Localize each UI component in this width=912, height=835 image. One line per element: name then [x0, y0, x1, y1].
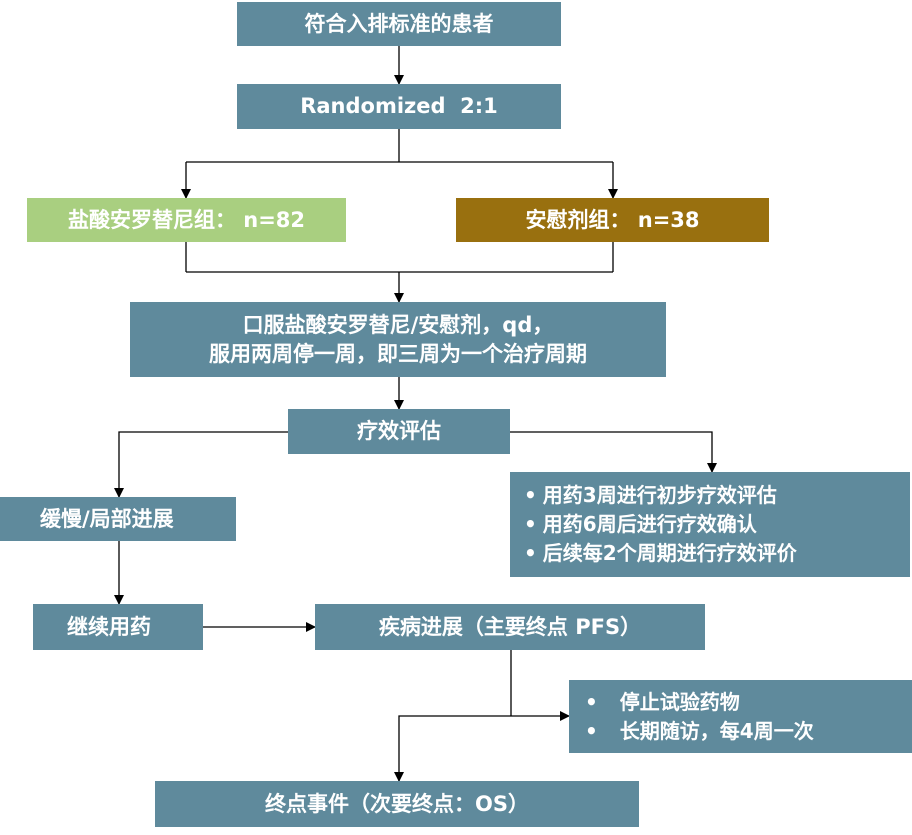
schedule-item: • 用药3周进行初步疗效评估 — [524, 481, 777, 510]
randomized-box: Randomized 2:1 — [237, 84, 561, 129]
continue-medication-box: 继续用药 — [33, 604, 203, 650]
endpoint-event-box: 终点事件（次要终点：OS） — [155, 781, 639, 827]
dosing-line-1: 口服盐酸安罗替尼/安慰剂，qd， — [242, 313, 554, 338]
bullet-mark: • — [585, 689, 598, 714]
dosing-line-2: 服用两周停一周，即三周为一个治疗周期 — [209, 341, 587, 366]
schedule-item-text: 用药6周后进行疗效确认 — [542, 512, 757, 536]
slow-progression-box: 缓慢/局部进展 — [0, 497, 236, 541]
action-item: • 停止试验药物 — [585, 688, 740, 717]
action-item-text: 长期随访，每4周一次 — [619, 718, 814, 743]
arrow-progression-to-endpoint — [394, 715, 511, 782]
bullet-mark: • — [524, 512, 537, 536]
bullet-mark: • — [524, 541, 537, 565]
dosing-regimen-box: 口服盐酸安罗替尼/安慰剂，qd， 服用两周停一周，即三周为一个治疗周期 — [130, 302, 666, 377]
schedule-item-text: 后续每2个周期进行疗效评价 — [542, 541, 797, 565]
schedule-item-text: 用药3周进行初步疗效评估 — [542, 483, 777, 507]
action-item-text: 停止试验药物 — [619, 689, 740, 714]
disease-progression-box: 疾病进展（主要终点 PFS） — [315, 604, 705, 650]
schedule-item: • 用药6周后进行疗效确认 — [524, 510, 757, 539]
arrow-efficacy-to-schedule — [510, 431, 717, 473]
schedule-item: • 后续每2个周期进行疗效评价 — [524, 539, 797, 568]
bullet-mark: • — [524, 483, 537, 507]
eligible-patients-box: 符合入排标准的患者 — [237, 2, 561, 46]
progression-actions-box: • 停止试验药物 • 长期随访，每4周一次 — [569, 680, 912, 753]
bullet-mark: • — [585, 718, 598, 743]
anlotinib-group-box: 盐酸安罗替尼组： n=82 — [27, 198, 346, 242]
action-item: • 长期随访，每4周一次 — [585, 717, 814, 746]
evaluation-schedule-box: • 用药3周进行初步疗效评估 • 用药6周后进行疗效确认 • 后续每2个周期进行… — [510, 472, 910, 577]
placebo-group-box: 安慰剂组： n=38 — [456, 198, 769, 242]
arrow-efficacy-to-slow — [114, 431, 288, 498]
efficacy-evaluation-box: 疗效评估 — [288, 409, 510, 454]
